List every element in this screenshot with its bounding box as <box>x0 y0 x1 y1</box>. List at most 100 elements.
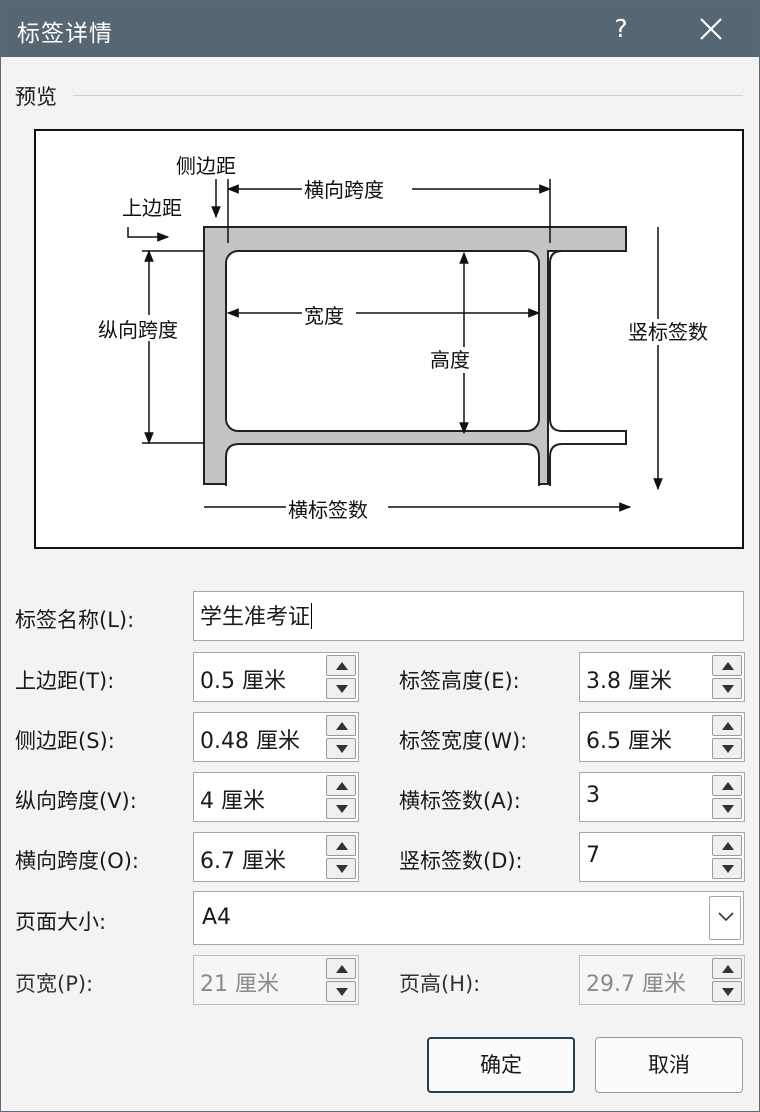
side-margin-label: 侧边距(S): <box>15 729 115 753</box>
triangle-down-icon <box>336 805 348 813</box>
label-height-up-button[interactable] <box>712 655 742 676</box>
section-divider <box>73 95 743 96</box>
top-margin-down-button[interactable] <box>326 678 356 699</box>
vertical-pitch-value: 4 厘米 <box>200 789 265 814</box>
dialog-title: 标签详情 <box>17 21 113 47</box>
vertical-pitch-down-button[interactable] <box>326 798 356 819</box>
top-margin-spinbox[interactable]: 0.5 厘米 <box>193 652 359 702</box>
page-width-spinbox: 21 厘米 <box>193 955 359 1005</box>
triangle-up-icon <box>722 842 734 850</box>
label-height-value: 3.8 厘米 <box>586 669 672 694</box>
triangle-up-icon <box>336 722 348 730</box>
labels-across-up-button[interactable] <box>712 775 742 796</box>
horizontal-pitch-up-button[interactable] <box>326 835 356 856</box>
triangle-up-icon <box>336 662 348 670</box>
triangle-up-icon <box>722 782 734 790</box>
diagram-vertical-pitch: 纵向跨度 <box>98 318 178 342</box>
next-column-cells <box>549 250 627 486</box>
side-margin-spinbox[interactable]: 0.48 厘米 <box>193 712 359 762</box>
triangle-down-icon <box>336 988 348 996</box>
triangle-up-icon <box>722 662 734 670</box>
page-height-value: 29.7 厘米 <box>586 972 686 997</box>
labels-down-spinbox[interactable]: 7 <box>579 832 745 882</box>
label-name-input[interactable]: 学生准考证 <box>193 591 744 641</box>
top-margin-value: 0.5 厘米 <box>200 669 286 694</box>
page-height-label: 页高(H): <box>399 972 481 996</box>
side-margin-up-button[interactable] <box>326 715 356 736</box>
label-preview-diagram: 侧边距 上边距 横向跨度 纵向跨度 宽度 高度 竖标签数 横标签数 <box>34 129 744 549</box>
triangle-up-icon <box>722 965 734 973</box>
next-row-cells <box>225 443 540 486</box>
triangle-down-icon <box>722 865 734 873</box>
labels-down-up-button[interactable] <box>712 835 742 856</box>
label-cell <box>225 250 540 432</box>
page-size-dropdown-button[interactable] <box>709 896 741 940</box>
label-name-label: 标签名称(L): <box>15 608 135 632</box>
vertical-pitch-spinbox[interactable]: 4 厘米 <box>193 772 359 822</box>
top-margin-up-button[interactable] <box>326 655 356 676</box>
diagram-width: 宽度 <box>304 304 344 328</box>
chevron-down-icon <box>718 912 734 922</box>
triangle-down-icon <box>722 988 734 996</box>
cancel-button[interactable]: 取消 <box>595 1037 743 1093</box>
labels-across-label: 横标签数(A): <box>399 789 521 813</box>
diagram-horizontal-pitch: 横向跨度 <box>304 178 384 202</box>
page-width-value: 21 厘米 <box>200 972 279 997</box>
label-width-label: 标签宽度(W): <box>399 729 528 753</box>
triangle-up-icon <box>336 965 348 973</box>
triangle-down-icon <box>336 745 348 753</box>
label-height-down-button[interactable] <box>712 678 742 699</box>
labels-down-label: 竖标签数(D): <box>399 849 523 873</box>
label-width-spinbox[interactable]: 6.5 厘米 <box>579 712 745 762</box>
horizontal-pitch-spinbox[interactable]: 6.7 厘米 <box>193 832 359 882</box>
triangle-down-icon <box>722 805 734 813</box>
page-size-label: 页面大小: <box>15 910 107 934</box>
horizontal-pitch-down-button[interactable] <box>326 858 356 879</box>
labels-across-down-button[interactable] <box>712 798 742 819</box>
page-height-up-button <box>712 958 742 979</box>
top-margin-arrow <box>127 227 170 242</box>
triangle-down-icon <box>722 745 734 753</box>
label-name-value: 学生准考证 <box>200 605 311 630</box>
page-size-select[interactable]: A4 <box>193 891 744 945</box>
page-width-up-button <box>326 958 356 979</box>
label-width-down-button[interactable] <box>712 738 742 759</box>
triangle-up-icon <box>336 842 348 850</box>
triangle-down-icon <box>336 685 348 693</box>
ok-button[interactable]: 确定 <box>427 1037 575 1093</box>
label-height-spinbox[interactable]: 3.8 厘米 <box>579 652 745 702</box>
labels-down-down-button[interactable] <box>712 858 742 879</box>
vertical-pitch-up-button[interactable] <box>326 775 356 796</box>
side-margin-down-button[interactable] <box>326 738 356 759</box>
triangle-down-icon <box>722 685 734 693</box>
text-caret <box>311 603 313 629</box>
label-width-up-button[interactable] <box>712 715 742 736</box>
triangle-down-icon <box>336 865 348 873</box>
diagram-top-margin: 上边距 <box>122 196 182 220</box>
label-height-label: 标签高度(E): <box>399 669 520 693</box>
diagram-height: 高度 <box>430 348 470 372</box>
page-height-spinbox: 29.7 厘米 <box>579 955 745 1005</box>
page-height-down-button <box>712 981 742 1002</box>
preview-svg: 侧边距 上边距 横向跨度 纵向跨度 宽度 高度 竖标签数 横标签数 <box>94 154 726 522</box>
labels-down-value: 7 <box>586 843 600 868</box>
labels-across-value: 3 <box>586 783 600 808</box>
close-button[interactable] <box>689 7 733 51</box>
title-bar[interactable]: 标签详情 ? <box>1 1 759 57</box>
preview-section-label: 预览 <box>15 85 57 109</box>
diagram-labels-down: 竖标签数 <box>628 320 708 344</box>
triangle-up-icon <box>336 782 348 790</box>
close-icon <box>700 18 722 40</box>
triangle-up-icon <box>722 722 734 730</box>
page-size-value: A4 <box>202 905 232 930</box>
help-button[interactable]: ? <box>614 14 628 43</box>
diagram-side-margin: 侧边距 <box>176 154 236 178</box>
labels-across-spinbox[interactable]: 3 <box>579 772 745 822</box>
horizontal-pitch-label: 横向跨度(O): <box>15 849 139 873</box>
vertical-pitch-label: 纵向跨度(V): <box>15 789 137 813</box>
horizontal-pitch-value: 6.7 厘米 <box>200 849 286 874</box>
label-width-value: 6.5 厘米 <box>586 729 672 754</box>
page-width-label: 页宽(P): <box>15 972 94 996</box>
top-margin-label: 上边距(T): <box>15 669 115 693</box>
